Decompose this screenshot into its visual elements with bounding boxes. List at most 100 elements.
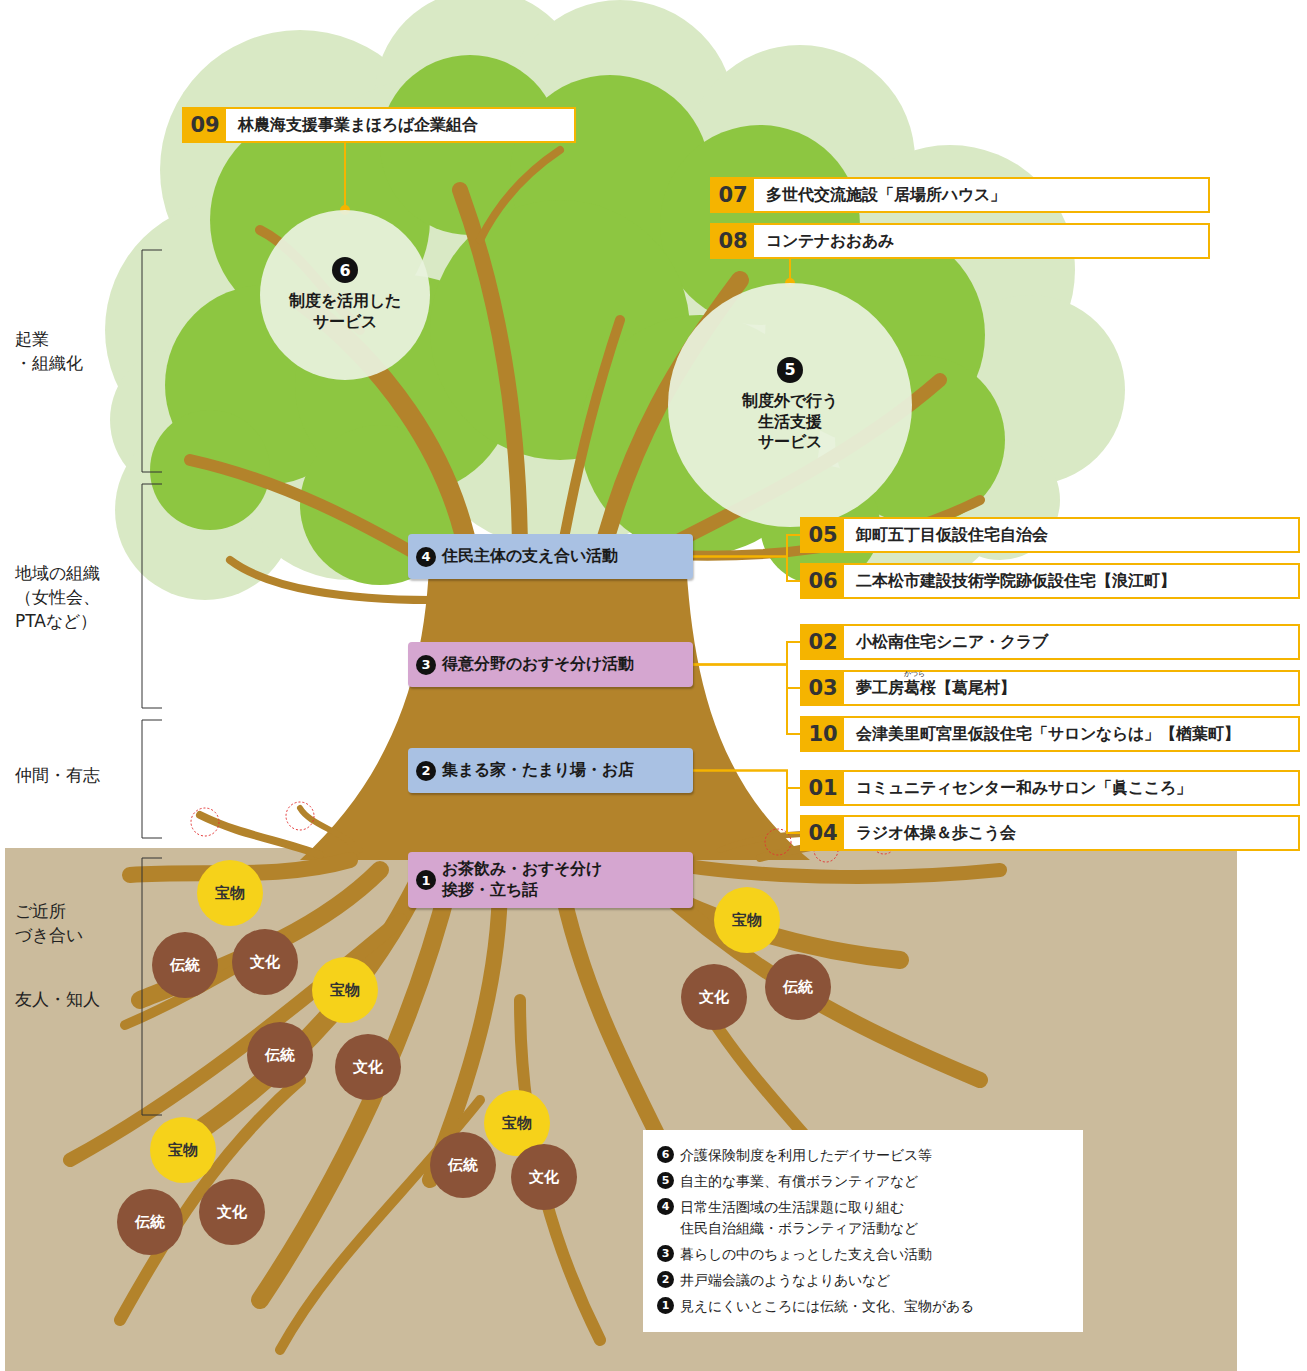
heritage-circle: 伝統 bbox=[117, 1189, 183, 1255]
level-label: ご近所 づき合い bbox=[15, 900, 83, 948]
text-line: 伝統 bbox=[783, 978, 813, 997]
text-line: 5 bbox=[784, 360, 795, 379]
number-badge: 04 bbox=[802, 817, 844, 849]
level-label: 仲間・有志 bbox=[15, 764, 100, 788]
text-line: 小松南住宅シニア・クラブ bbox=[856, 632, 1048, 653]
node-text: 文化 bbox=[250, 953, 280, 972]
example-box: 06 二本松市建設技術学院跡仮設住宅【浪江町】 bbox=[800, 563, 1300, 599]
note-box: 6介護保険制度を利用したデイサービス等 5 自主的な事業、有償ボランティアなど 4 日常… bbox=[643, 1130, 1083, 1332]
number-badge: 5 bbox=[657, 1172, 674, 1189]
example-box: 08 コンテナおおあみ bbox=[710, 223, 1210, 259]
text-line: 井戸端会議のようなよりあいなど bbox=[680, 1270, 890, 1291]
node-text: 伝統 bbox=[448, 1156, 478, 1175]
example-box: 03 夢工房葛桜【葛尾村】 bbox=[800, 670, 1300, 706]
node-text: 文化 bbox=[353, 1058, 383, 1077]
leader-connector bbox=[693, 665, 800, 735]
leader-connector bbox=[693, 771, 800, 834]
text-line: PTAなど） bbox=[15, 610, 100, 634]
category-circle: 6 制度を活用した サービス bbox=[260, 210, 430, 380]
category-circle: 5 制度外で行う 生活支援 サービス bbox=[668, 283, 912, 527]
number-badge: 08 bbox=[712, 225, 754, 257]
text-line: 6 bbox=[339, 261, 350, 280]
heritage-circle: 伝統 bbox=[765, 954, 831, 1020]
node-text: 林農海支援事業まほろば企業組合 bbox=[226, 109, 490, 141]
text-line: 暮らしの中のちょっとした支え合い活動 bbox=[680, 1244, 932, 1265]
treasure-circle: 宝物 bbox=[150, 1117, 216, 1183]
node-text: 夢工房葛桜【葛尾村】 bbox=[844, 672, 1028, 704]
heritage-circle: 伝統 bbox=[247, 1022, 313, 1088]
treasure-circle: 宝物 bbox=[714, 887, 780, 953]
text-line: 夢工房葛桜【葛尾村】 bbox=[856, 678, 1016, 699]
text-line: 04 bbox=[808, 821, 837, 845]
number-badge: 4 bbox=[416, 547, 436, 567]
root bbox=[650, 880, 980, 1080]
text-line: 06 bbox=[808, 569, 837, 593]
heritage-circle: 文化 bbox=[232, 929, 298, 995]
node-text: コミュニティセンター和みサロン「眞こころ」 bbox=[844, 772, 1204, 804]
text-line: 3 bbox=[421, 657, 430, 672]
node-text: 見えにくいところには伝統・文化、宝物がある bbox=[680, 1296, 974, 1317]
text-line: 10 bbox=[808, 722, 837, 746]
number-badge: 05 bbox=[802, 519, 844, 551]
text-line: かつら bbox=[900, 671, 928, 678]
text-line: 02 bbox=[808, 630, 837, 654]
leader-connector bbox=[693, 665, 800, 689]
text-line: 宝物 bbox=[502, 1114, 532, 1133]
node-text: 宝物 bbox=[732, 911, 762, 930]
node-text: 会津美里町宮里仮設住宅「サロンならは」【楢葉町】 bbox=[844, 718, 1252, 750]
example-box: 04ラジオ体操＆歩こう会 bbox=[800, 815, 1300, 851]
text-line: 文化 bbox=[217, 1203, 247, 1222]
text-line: サービス bbox=[313, 312, 377, 333]
node-text: 制度外で行う 生活支援 サービス bbox=[742, 391, 838, 453]
node-text: 自主的な事業、有償ボランティアなど bbox=[680, 1171, 918, 1192]
level-label: 友人・知人 bbox=[15, 988, 100, 1012]
text-line: 挨拶・立ち話 bbox=[442, 880, 602, 901]
number-badge: 5 bbox=[777, 357, 803, 383]
dark-foliage bbox=[150, 55, 1005, 585]
node-text: 二本松市建設技術学院跡仮設住宅【浪江町】 bbox=[844, 565, 1188, 597]
text-line: 伝統 bbox=[170, 956, 200, 975]
note-row: 6介護保険制度を利用したデイサービス等 bbox=[657, 1145, 1069, 1166]
note-row: 3 暮らしの中のちょっとした支え合い活動 bbox=[657, 1244, 1069, 1265]
text-line: 会津美里町宮里仮設住宅「サロンならは」【楢葉町】 bbox=[856, 724, 1240, 745]
number-badge: 03 bbox=[802, 672, 844, 704]
text-line: 08 bbox=[718, 229, 747, 253]
leader-connector bbox=[344, 143, 346, 210]
node-text: 宝物 bbox=[168, 1141, 198, 1160]
treasure-circle: 宝物 bbox=[312, 957, 378, 1023]
text-line: 制度を活用した bbox=[289, 291, 401, 312]
note-row: 4日常生活圏域の生活課題に取り組む 住民自治組織・ボランティア活動など bbox=[657, 1197, 1069, 1239]
node-text: 集まる家・たまり場・お店 bbox=[442, 760, 634, 781]
heritage-circle: 文化 bbox=[199, 1179, 265, 1245]
text-line: （女性会、 bbox=[15, 586, 100, 610]
stage-box: 3得意分野のおすそ分け活動 bbox=[408, 642, 693, 687]
heritage-circle: 伝統 bbox=[430, 1132, 496, 1198]
text-line: 4 bbox=[662, 1200, 670, 1213]
node-text: 暮らしの中のちょっとした支え合い活動 bbox=[680, 1244, 932, 1265]
number-badge: 07 bbox=[712, 179, 754, 211]
text-line: 伝統 bbox=[135, 1213, 165, 1232]
number-badge: 3 bbox=[657, 1245, 674, 1262]
text-line: コミュニティセンター和みサロン「眞こころ」 bbox=[856, 778, 1192, 799]
number-badge: 09 bbox=[184, 109, 226, 141]
text-line: 住民主体の支え合い活動 bbox=[442, 546, 618, 567]
node-text: お茶飲み・おすそ分け 挨拶・立ち話 bbox=[442, 859, 602, 901]
leader-connector bbox=[693, 557, 800, 582]
text-line: ご近所 bbox=[15, 900, 83, 924]
text-line: ・組織化 bbox=[15, 352, 83, 376]
text-line: 2 bbox=[662, 1273, 670, 1286]
number-badge: 02 bbox=[802, 626, 844, 658]
example-box: 02 小松南住宅シニア・クラブ bbox=[800, 624, 1300, 660]
heritage-circle: 文化 bbox=[335, 1034, 401, 1100]
root bbox=[70, 920, 400, 1160]
text-line: 日常生活圏域の生活課題に取り組む bbox=[680, 1197, 918, 1218]
leader-connector bbox=[693, 771, 800, 789]
branch bbox=[230, 560, 430, 600]
branch bbox=[480, 150, 560, 240]
text-line: 自主的な事業、有償ボランティアなど bbox=[680, 1171, 918, 1192]
node-text: コンテナおおあみ bbox=[754, 225, 906, 257]
number-badge: 1 bbox=[657, 1297, 674, 1314]
note-row: 2 井戸端会議のようなよりあいなど bbox=[657, 1270, 1069, 1291]
text-line: 生活支援 bbox=[758, 412, 822, 433]
text-line: 09 bbox=[190, 113, 219, 137]
